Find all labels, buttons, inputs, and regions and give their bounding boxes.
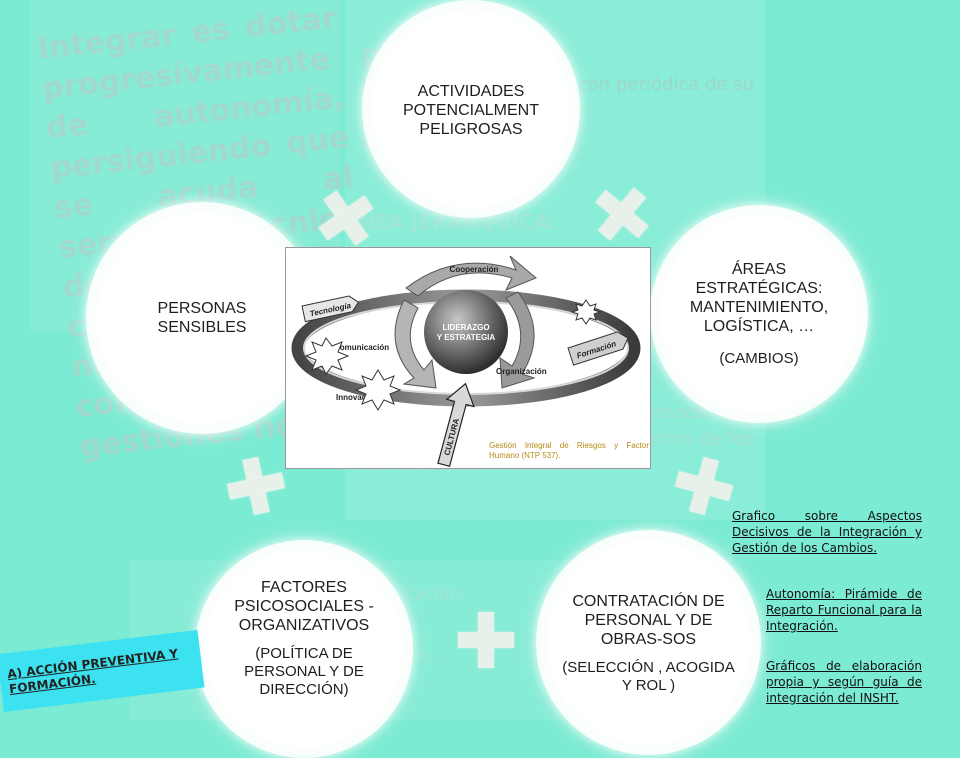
label-organizacion: Organización	[496, 367, 547, 376]
starburst-right	[570, 299, 602, 325]
label-cooperacion: Cooperación	[450, 265, 499, 274]
sphere-label-1: LIDERAZGO	[442, 323, 489, 332]
note-graficos-elaboracion: Gráficos de elaboración propia y según g…	[766, 659, 922, 705]
figure-caption: Gestión Integral de Riesgos y Factor Hum…	[489, 441, 649, 460]
label-comunicacion: Comunicación	[334, 343, 389, 352]
bg-fragment-1: icación.	[400, 584, 466, 604]
circle-factores-label: FACTORES PSICOSOCIALES - ORGANIZATIVOS	[234, 579, 374, 634]
starburst-left	[304, 337, 350, 375]
circle-actividades-label: ACTIVIDADES POTENCIALMENT PELIGROSAS	[402, 83, 539, 138]
sphere-liderazgo	[424, 290, 508, 374]
note-autonomia-piramide: Autonomía: Pirámide de Reparto Funcional…	[766, 587, 922, 633]
circle-personas-sensibles: PERSONAS SENSIBLES	[86, 202, 318, 434]
center-figure-integral-management: LIDERAZGO Y ESTRATEGIA Cooperación Comun…	[285, 247, 651, 469]
note-grafico-aspectos: Grafico sobre Aspectos Decisivos de la I…	[732, 509, 922, 555]
section-label-text: A) ACCIÓN PREVENTIVA Y FORMACIÓN.	[6, 646, 179, 697]
circle-areas-label: ÁREAS ESTRATÉGICAS: MANTENIMIENTO, LOGÍS…	[689, 261, 829, 335]
circle-factores-psicosociales: FACTORES PSICOSOCIALES - ORGANIZATIVOS (…	[195, 540, 413, 758]
circle-contratacion-sublabel: (SELECCIÓN , ACOGIDA Y ROL )	[562, 659, 735, 694]
plus-icon-bottom	[458, 612, 514, 668]
arrow-comunicacion	[394, 299, 437, 389]
circle-factores-sublabel: (POLÍTICA DE PERSONAL Y DE DIRECCIÓN)	[244, 645, 364, 698]
tag-tecnologia: Tecnología	[301, 295, 360, 323]
bg-fragment-2: ión, ...	[400, 646, 453, 666]
arrow-organizacion	[499, 291, 536, 389]
circle-contratacion-label: CONTRATACIÓN DE PERSONAL Y DE OBRAS-SOS	[572, 593, 725, 648]
sphere-label-2: Y ESTRATEGIA	[437, 333, 496, 342]
starburst-bottom-left	[354, 369, 402, 411]
circle-actividades-peligrosas: ACTIVIDADES POTENCIALMENT PELIGROSAS	[362, 0, 580, 218]
circle-personas-label: PERSONAS SENSIBLES	[157, 300, 247, 336]
circle-areas-estrategicas: ÁREAS ESTRATÉGICAS: MANTENIMIENTO, LOGÍS…	[650, 205, 868, 423]
label-innovacion: Innovación	[336, 393, 378, 402]
figure-graphic: LIDERAZGO Y ESTRATEGIA Cooperación Comun…	[291, 255, 641, 468]
arrow-cooperacion	[405, 255, 537, 297]
circle-areas-sublabel: (CAMBIOS)	[719, 350, 799, 367]
circle-contratacion-personal: CONTRATACIÓN DE PERSONAL Y DE OBRAS-SOS …	[536, 530, 761, 755]
plus-icon-left	[223, 453, 289, 519]
